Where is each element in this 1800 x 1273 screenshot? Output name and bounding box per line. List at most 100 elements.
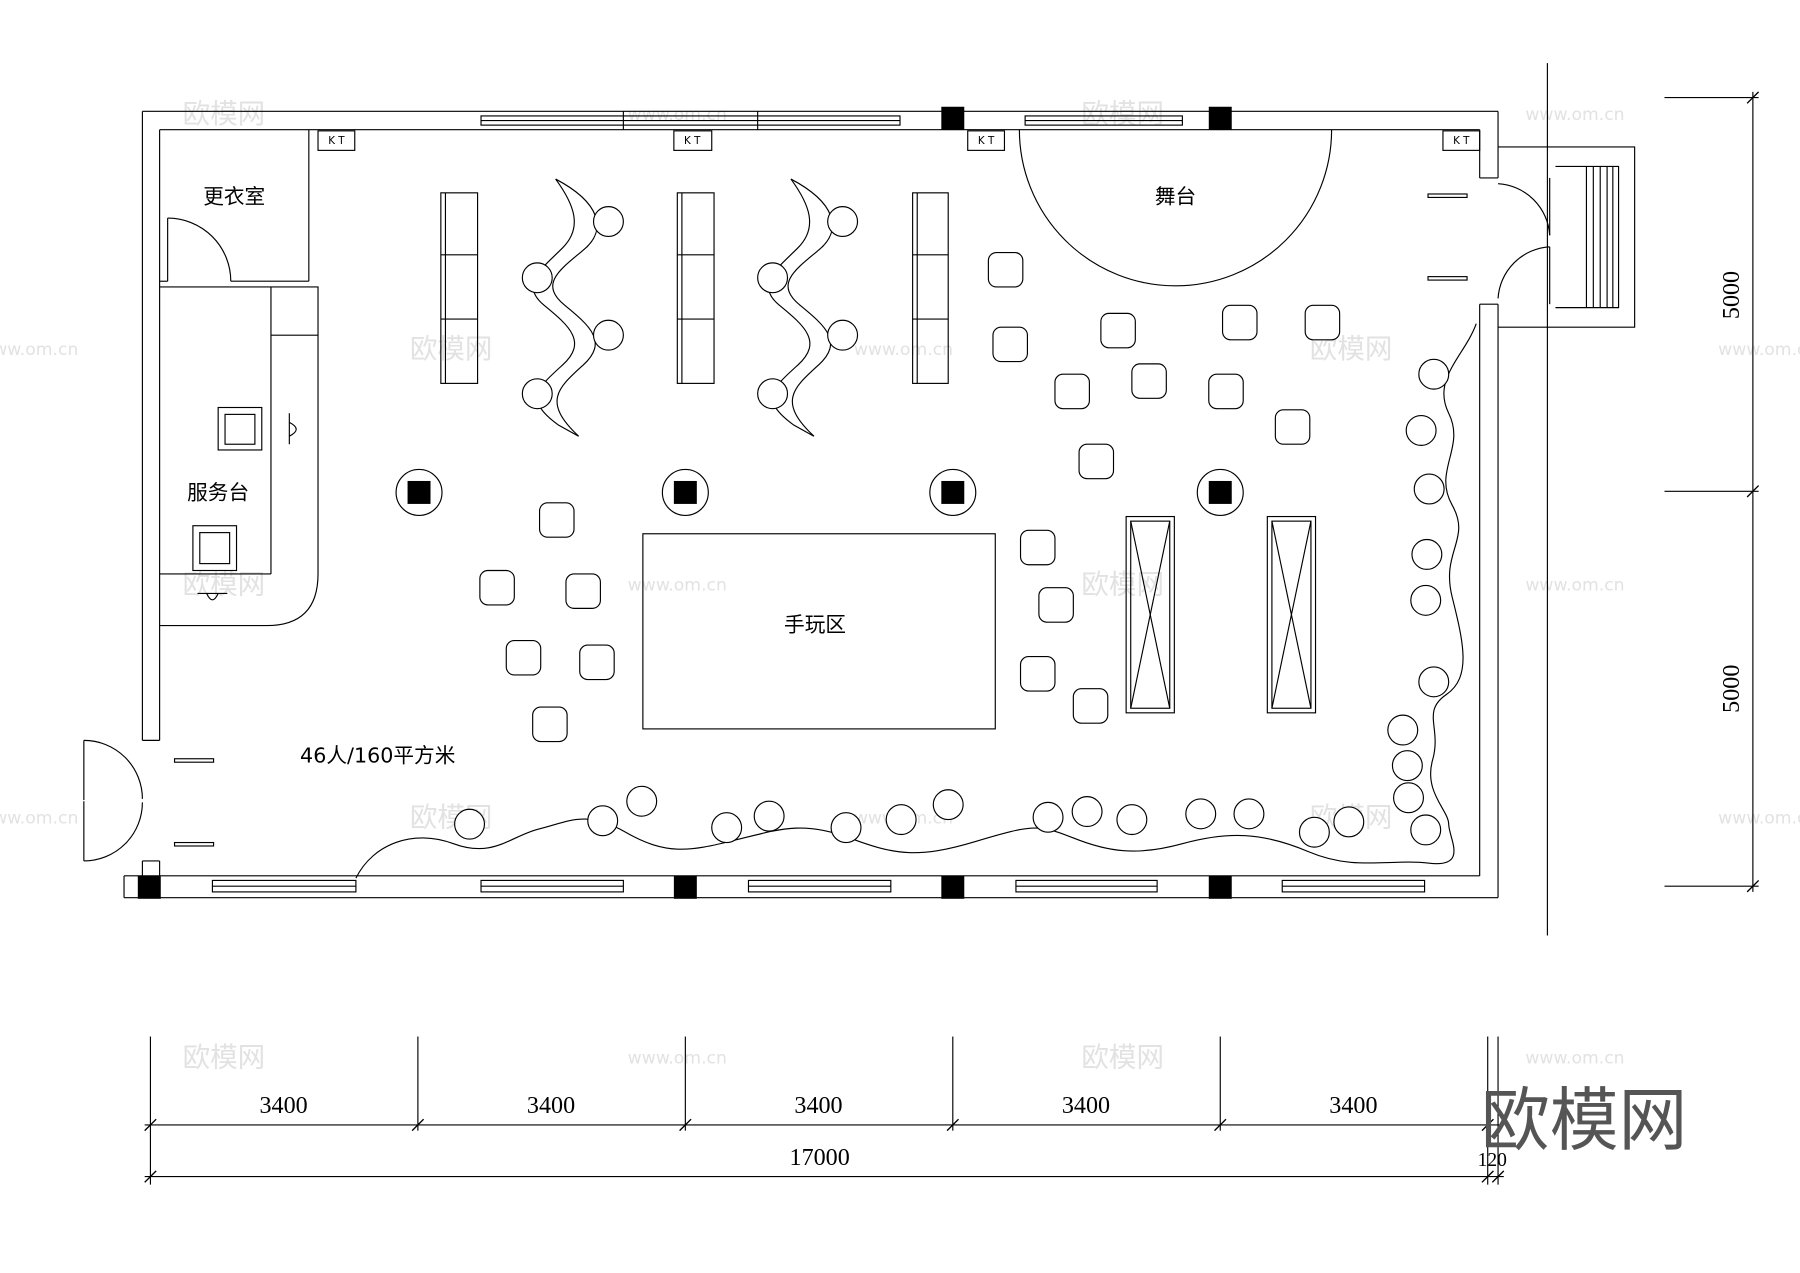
round-seat (1393, 782, 1425, 814)
column (137, 875, 161, 899)
watermark-url: www.om.cn (854, 340, 953, 360)
watermark-url: www.om.cn (1525, 105, 1624, 125)
stool (1274, 409, 1311, 445)
round-seat (827, 319, 859, 351)
round-seat (521, 262, 553, 294)
watermark-logo: 欧模网 (183, 98, 266, 130)
stool (565, 573, 601, 609)
column (1208, 875, 1232, 899)
round-seat (757, 378, 789, 410)
stool (538, 502, 575, 538)
play-area-label: 手玩区 (784, 613, 846, 637)
watermark-url: www.om.cn (628, 105, 727, 125)
round-seat (1298, 816, 1330, 848)
stool (1100, 312, 1136, 349)
stool (1019, 656, 1056, 692)
round-seat (753, 800, 785, 832)
watermark-url: www.om.cn (1525, 575, 1624, 595)
window-bottom (747, 879, 892, 893)
stage-label: 舞台 (1155, 184, 1196, 208)
ac-unit-label: K T (328, 135, 345, 147)
watermark-url: www.om.cn (1718, 808, 1800, 828)
ac-unit: K T (1442, 130, 1481, 151)
ac-unit-label: K T (1453, 135, 1470, 147)
walls (123, 110, 1499, 899)
side-dimension: 5000 5000 (1546, 63, 1760, 936)
ac-unit: K T (967, 130, 1006, 151)
interior-column (661, 468, 709, 516)
round-seat (1032, 801, 1064, 833)
ac-unit-label: K T (978, 135, 995, 147)
windows (211, 111, 1426, 893)
stool (1019, 529, 1056, 566)
round-seat (1418, 358, 1450, 390)
sofas (440, 192, 949, 384)
column (673, 875, 697, 899)
interior-column (1196, 468, 1244, 516)
bay-width-label: 3400 (794, 1093, 842, 1119)
fixture (173, 841, 215, 847)
light-fixtures (173, 193, 1468, 847)
desk-lamp (197, 592, 228, 601)
sofa (676, 192, 715, 384)
stool (532, 706, 568, 743)
round-seat (1387, 714, 1419, 746)
display-rack (1266, 515, 1317, 714)
bottom-dimensions: 3400 3400 3400 3400 3400 17000 120 (144, 1036, 1507, 1185)
watermark-layer: 欧模网欧模网欧模网欧模网欧模网欧模网欧模网欧模网欧模网欧模网www.om.cnw… (0, 98, 1800, 1074)
window-top (480, 111, 901, 130)
watermark-url: www.om.cn (1525, 1048, 1624, 1068)
stool (992, 326, 1028, 363)
bay-width-label: 3400 (259, 1093, 307, 1119)
window-bottom (1015, 879, 1158, 893)
wavy-seating-boundary (355, 323, 1477, 879)
round-seat (1185, 798, 1217, 830)
stool (1304, 304, 1341, 341)
door-swing (167, 217, 232, 282)
window-bottom (211, 879, 357, 893)
stool (1131, 363, 1167, 399)
watermark-logo: 欧模网 (1081, 98, 1164, 130)
chair (192, 525, 238, 572)
stool (1208, 373, 1244, 410)
watermark-url: www.om.cn (628, 575, 727, 595)
round-seat (757, 262, 789, 294)
round-seat (1410, 584, 1442, 616)
fixture (1427, 276, 1468, 281)
round-seat (521, 378, 553, 410)
window-bottom (1281, 879, 1426, 893)
bay-width-label: 3400 (527, 1093, 575, 1119)
side-span-label: 5000 (1719, 665, 1745, 713)
desk-lamp (288, 413, 297, 445)
site-logo: 欧模网 (1481, 1081, 1688, 1161)
chair (217, 406, 263, 451)
stool (1072, 688, 1109, 724)
columns (137, 106, 1244, 899)
round-seat (1413, 473, 1445, 505)
stool (1038, 587, 1074, 623)
round-seat (1418, 666, 1450, 698)
round-seat (592, 206, 624, 238)
round-seat (1233, 798, 1265, 830)
sofa (440, 192, 479, 384)
stool (1078, 443, 1115, 480)
round-seats (454, 206, 1450, 848)
ac-unit: K T (317, 130, 356, 151)
ac-units: K T K T K T K T (317, 130, 1481, 151)
service-desk: 服务台 (159, 286, 319, 627)
fixture (1427, 193, 1468, 199)
round-seat (827, 206, 859, 238)
changing-room: 更衣室 (159, 129, 310, 282)
watermark-url: www.om.cn (1718, 340, 1800, 360)
column (941, 875, 965, 899)
round-seat (711, 812, 743, 844)
round-seat (587, 805, 619, 837)
watermark-logo: 欧模网 (410, 333, 493, 365)
watermark-logo: 欧模网 (183, 568, 266, 600)
left-entrance (83, 739, 143, 862)
watermark-logo: 欧模网 (1081, 568, 1164, 600)
right-entrance (1497, 146, 1636, 328)
ac-unit-label: K T (684, 135, 701, 147)
watermark-logo: 欧模网 (1081, 1041, 1164, 1073)
